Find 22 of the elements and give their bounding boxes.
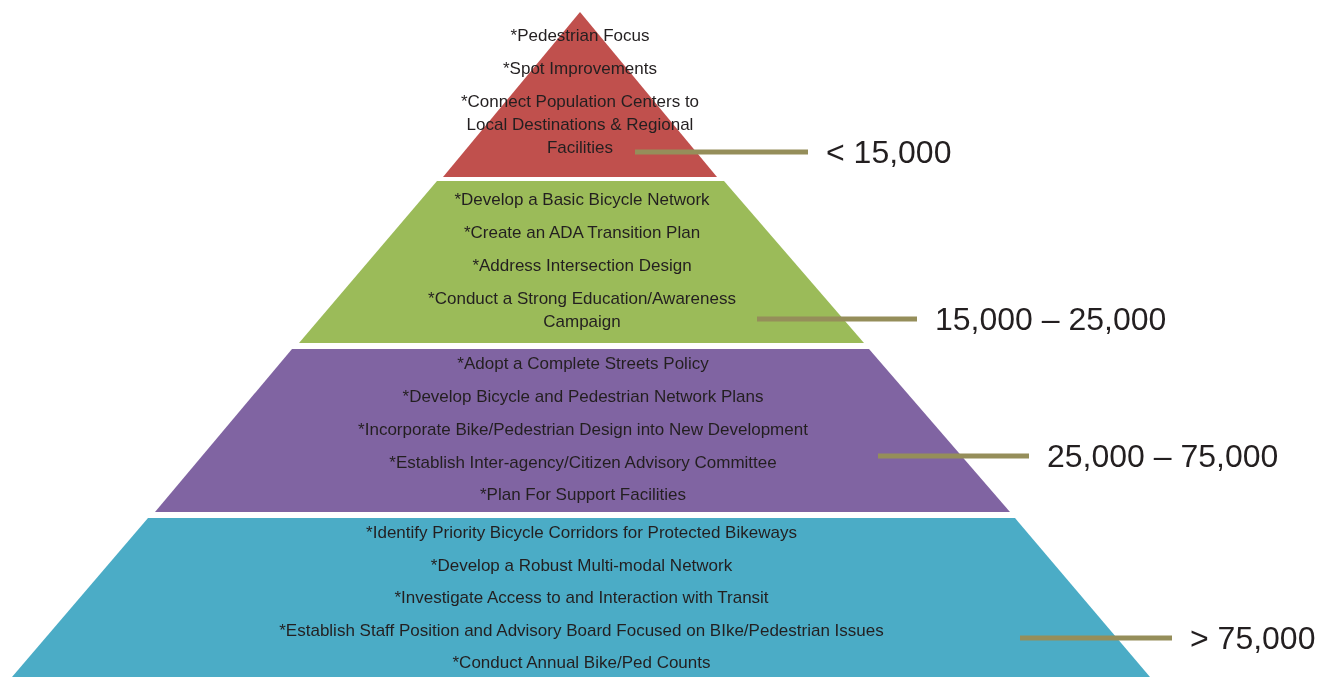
population-label: 25,000 – 75,000 (1047, 438, 1279, 474)
list-item: *Adopt a Complete Streets Policy (456, 353, 710, 375)
list-item: *Establish Staff Position and Advisory Board Focused on BIke/Pedestrian Issues (278, 620, 885, 642)
list-item: *Plan For Support Facilities (479, 484, 687, 506)
list-item: *Create an ADA Transition Plan (462, 222, 702, 244)
list-item: *Identify Priority Bicycle Corridors for Protected Bikeways (365, 522, 798, 544)
list-item: *Conduct a Strong Education/Awareness Campaign (427, 288, 737, 333)
population-label: 15,000 – 25,000 (935, 301, 1167, 337)
list-item: *Investigate Access to and Interaction with Transit (393, 587, 770, 609)
leader-line (635, 149, 808, 155)
list-item: *Establish Inter-agency/Citizen Advisory Committee (388, 452, 778, 474)
list-item: *Address Intersection Design (471, 255, 693, 277)
list-item: *Develop a Robust Multi-modal Network (429, 555, 734, 577)
population-label: > 75,000 (1190, 620, 1316, 656)
list-item: *Develop a Basic Bicycle Network (453, 189, 711, 211)
list-item: *Conduct Annual Bike/Ped Counts (451, 652, 712, 674)
leader-line (878, 453, 1029, 459)
list-item: *Incorporate Bike/Pedestrian Design into New Development (357, 419, 809, 441)
population-label: < 15,000 (826, 134, 952, 170)
leader-line (1020, 635, 1172, 641)
leader-line (757, 316, 917, 322)
list-item: *Develop Bicycle and Pedestrian Network Plans (401, 386, 765, 408)
